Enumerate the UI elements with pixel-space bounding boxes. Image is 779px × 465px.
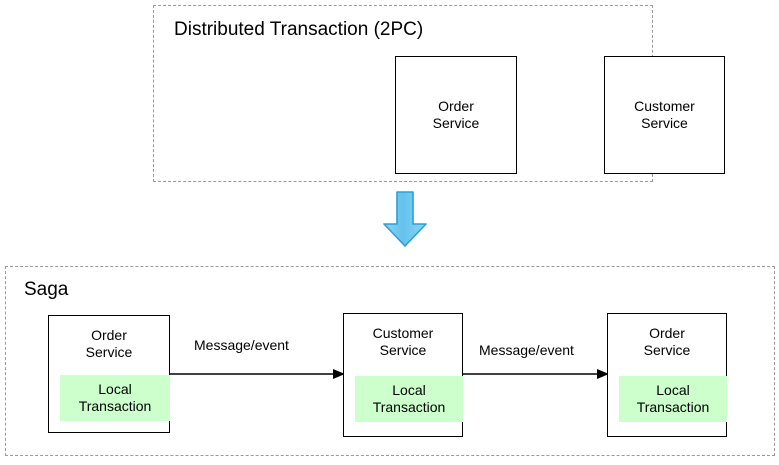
service-box-label: Order Service [643, 325, 691, 358]
service-box-order-service-2pc[interactable]: Order Service [395, 56, 517, 174]
down-arrow-icon [383, 191, 427, 247]
group-distributed-transaction: Distributed Transaction (2PC) Order Serv… [153, 5, 725, 182]
local-transaction-label: Local Transaction [636, 382, 710, 415]
local-transaction-badge: Local Transaction [355, 376, 463, 422]
local-transaction-badge: Local Transaction [60, 375, 170, 421]
edge-label-message-event-2: Message/event [479, 342, 574, 358]
flow-arrow-1 [170, 369, 345, 379]
local-transaction-label: Local Transaction [372, 382, 446, 415]
service-box-label: Order Service [432, 98, 480, 131]
service-box-customer-service-saga[interactable]: Customer Service Local Transaction [343, 313, 463, 437]
service-box-label: Customer Service [372, 325, 434, 358]
local-transaction-badge: Local Transaction [619, 376, 727, 422]
service-box-label: Customer Service [634, 98, 695, 131]
service-box-label: Order Service [85, 327, 133, 360]
service-box-order-service-saga-2[interactable]: Order Service Local Transaction [607, 313, 727, 437]
service-box-order-service-saga-1[interactable]: Order Service Local Transaction [48, 315, 170, 433]
flow-arrow-2 [463, 369, 609, 379]
edge-label-message-event-1: Message/event [194, 337, 289, 353]
service-box-customer-service-2pc[interactable]: Customer Service [604, 56, 725, 174]
group-title-distributed-transaction: Distributed Transaction (2PC) [174, 19, 424, 40]
local-transaction-label: Local Transaction [78, 381, 152, 414]
group-title-saga: Saga [24, 279, 69, 300]
